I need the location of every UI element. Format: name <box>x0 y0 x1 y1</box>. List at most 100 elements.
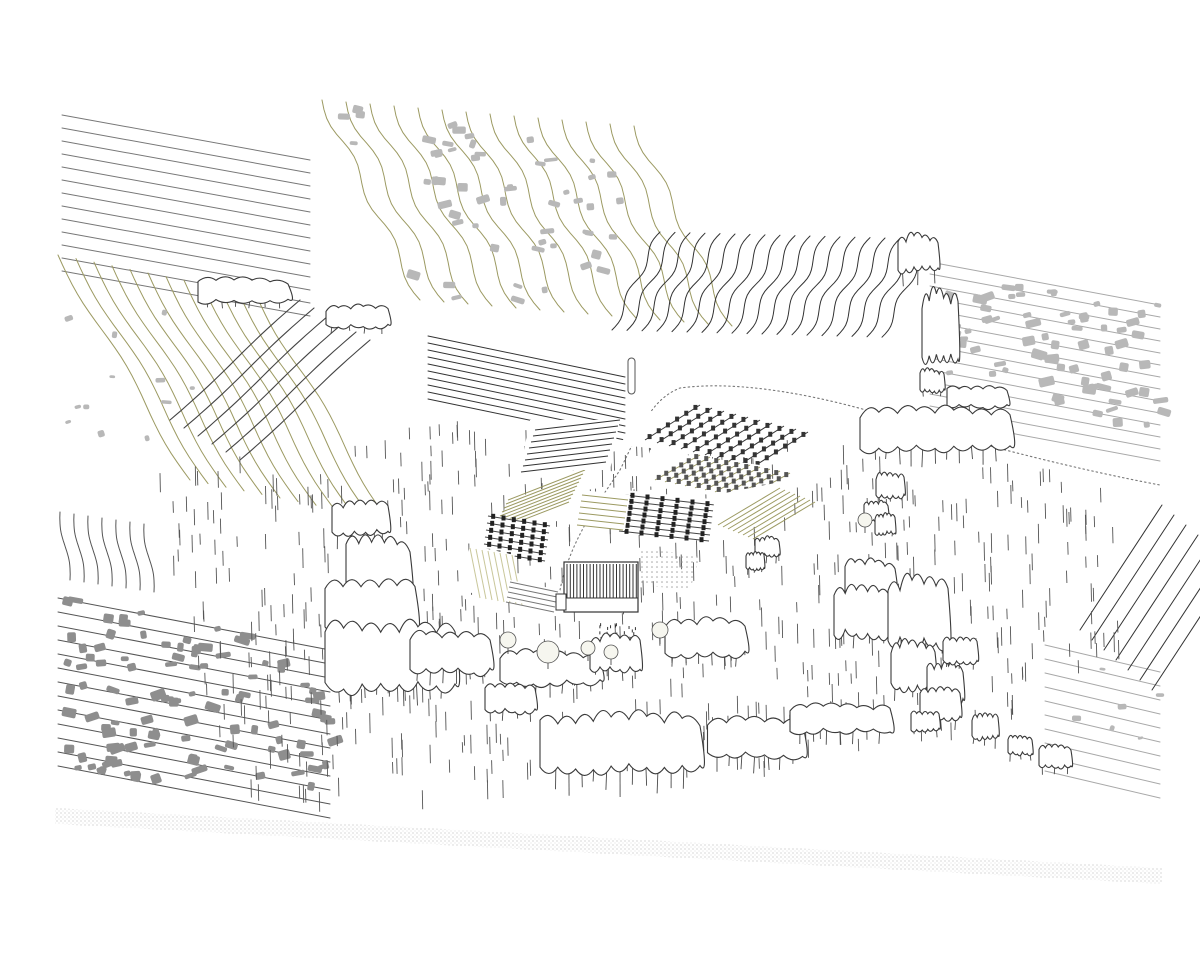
field-stone <box>110 720 120 726</box>
crop-plant <box>510 524 515 530</box>
crop-row <box>534 419 621 431</box>
crop-row <box>505 473 584 505</box>
crop-plant <box>497 543 502 549</box>
field-stone <box>190 648 199 658</box>
crop-plant <box>756 428 761 434</box>
field-row <box>61 153 311 200</box>
crop-plant <box>674 472 679 478</box>
field-stone <box>74 404 82 409</box>
field-stone <box>979 291 995 303</box>
crop-plant <box>711 425 716 431</box>
field-row <box>169 299 301 421</box>
crop-plant <box>714 480 719 486</box>
tree-icon <box>325 303 392 335</box>
field-row <box>929 273 1161 318</box>
crop-plant <box>768 431 773 437</box>
field-stone <box>489 243 500 253</box>
crop-row <box>680 413 737 450</box>
field-stone <box>422 135 437 145</box>
field-stone <box>224 740 239 750</box>
tree-canopy <box>1038 743 1074 770</box>
field-row <box>1079 504 1163 631</box>
crop-plant <box>704 440 709 446</box>
field-stone <box>993 360 1007 368</box>
field-stone <box>540 228 555 235</box>
crop-row <box>469 547 481 599</box>
field-stone <box>1025 318 1042 329</box>
field-stone <box>64 315 74 322</box>
crop-plant <box>699 422 704 428</box>
crop-row <box>487 515 551 527</box>
crop-plant <box>783 443 788 449</box>
field-row <box>427 370 626 413</box>
crop-plant <box>645 494 650 500</box>
field-stone <box>1104 345 1114 356</box>
crop-plant <box>692 437 697 443</box>
field-stone <box>1125 387 1139 398</box>
field-stone <box>127 662 137 672</box>
field-stone <box>120 656 129 662</box>
field-stone <box>214 625 221 632</box>
crop-plant <box>627 510 632 516</box>
crop-plant <box>508 538 513 544</box>
field-stone <box>543 157 558 163</box>
crop-plant <box>732 422 737 428</box>
field-stone <box>423 178 431 185</box>
crop-plant <box>520 532 525 538</box>
field-stone <box>1100 370 1112 382</box>
field-row <box>61 114 311 161</box>
field-stone <box>534 161 546 167</box>
field-stone <box>1117 703 1127 710</box>
field-row <box>626 231 676 331</box>
crop-plant <box>746 470 751 476</box>
tree-canopy <box>833 583 894 642</box>
tree-canopy <box>484 682 539 716</box>
crop-plant <box>756 472 761 478</box>
field-row <box>369 103 469 305</box>
field-stone <box>1105 406 1118 413</box>
crop-plant <box>719 452 724 458</box>
crop-plant <box>671 440 676 446</box>
crop-plant <box>702 519 707 525</box>
crop-plant <box>684 535 689 541</box>
field-row <box>427 363 626 406</box>
field-stone <box>255 771 266 780</box>
field-stone <box>457 183 468 192</box>
crop-plant <box>686 458 691 464</box>
crop-plant <box>696 460 701 466</box>
field-stone <box>1045 358 1059 365</box>
field-row <box>61 127 311 174</box>
field-stone <box>616 197 624 205</box>
field-stone <box>262 660 269 667</box>
field-row <box>61 179 311 226</box>
field-row <box>489 113 589 315</box>
tree-canopy <box>971 712 1000 742</box>
crop-plant <box>665 422 670 428</box>
crop-row <box>621 512 713 524</box>
crop-row <box>674 458 721 485</box>
field-row <box>427 349 626 392</box>
field-row <box>219 286 353 513</box>
tree-icon <box>484 682 539 722</box>
crop-plant <box>679 462 684 468</box>
field-stone <box>267 720 280 730</box>
field-row <box>129 268 263 495</box>
field-stone <box>150 773 162 785</box>
crop-plant <box>801 431 806 437</box>
crop-row <box>576 524 624 531</box>
field-stone <box>586 203 595 211</box>
field-row <box>239 339 371 461</box>
shrub-canopy <box>580 640 596 656</box>
crop-plant <box>696 482 701 488</box>
field-stone <box>1118 362 1129 373</box>
crop-plant <box>659 502 664 508</box>
field-stone <box>1137 309 1146 319</box>
crop-plant <box>539 543 544 549</box>
field-stone <box>63 658 72 667</box>
crop-plant <box>706 484 711 490</box>
field-row <box>61 166 311 213</box>
crop-plant <box>681 468 686 474</box>
tree-icon <box>897 231 941 287</box>
shrub-icon <box>603 644 619 665</box>
crop-plant <box>735 431 740 437</box>
